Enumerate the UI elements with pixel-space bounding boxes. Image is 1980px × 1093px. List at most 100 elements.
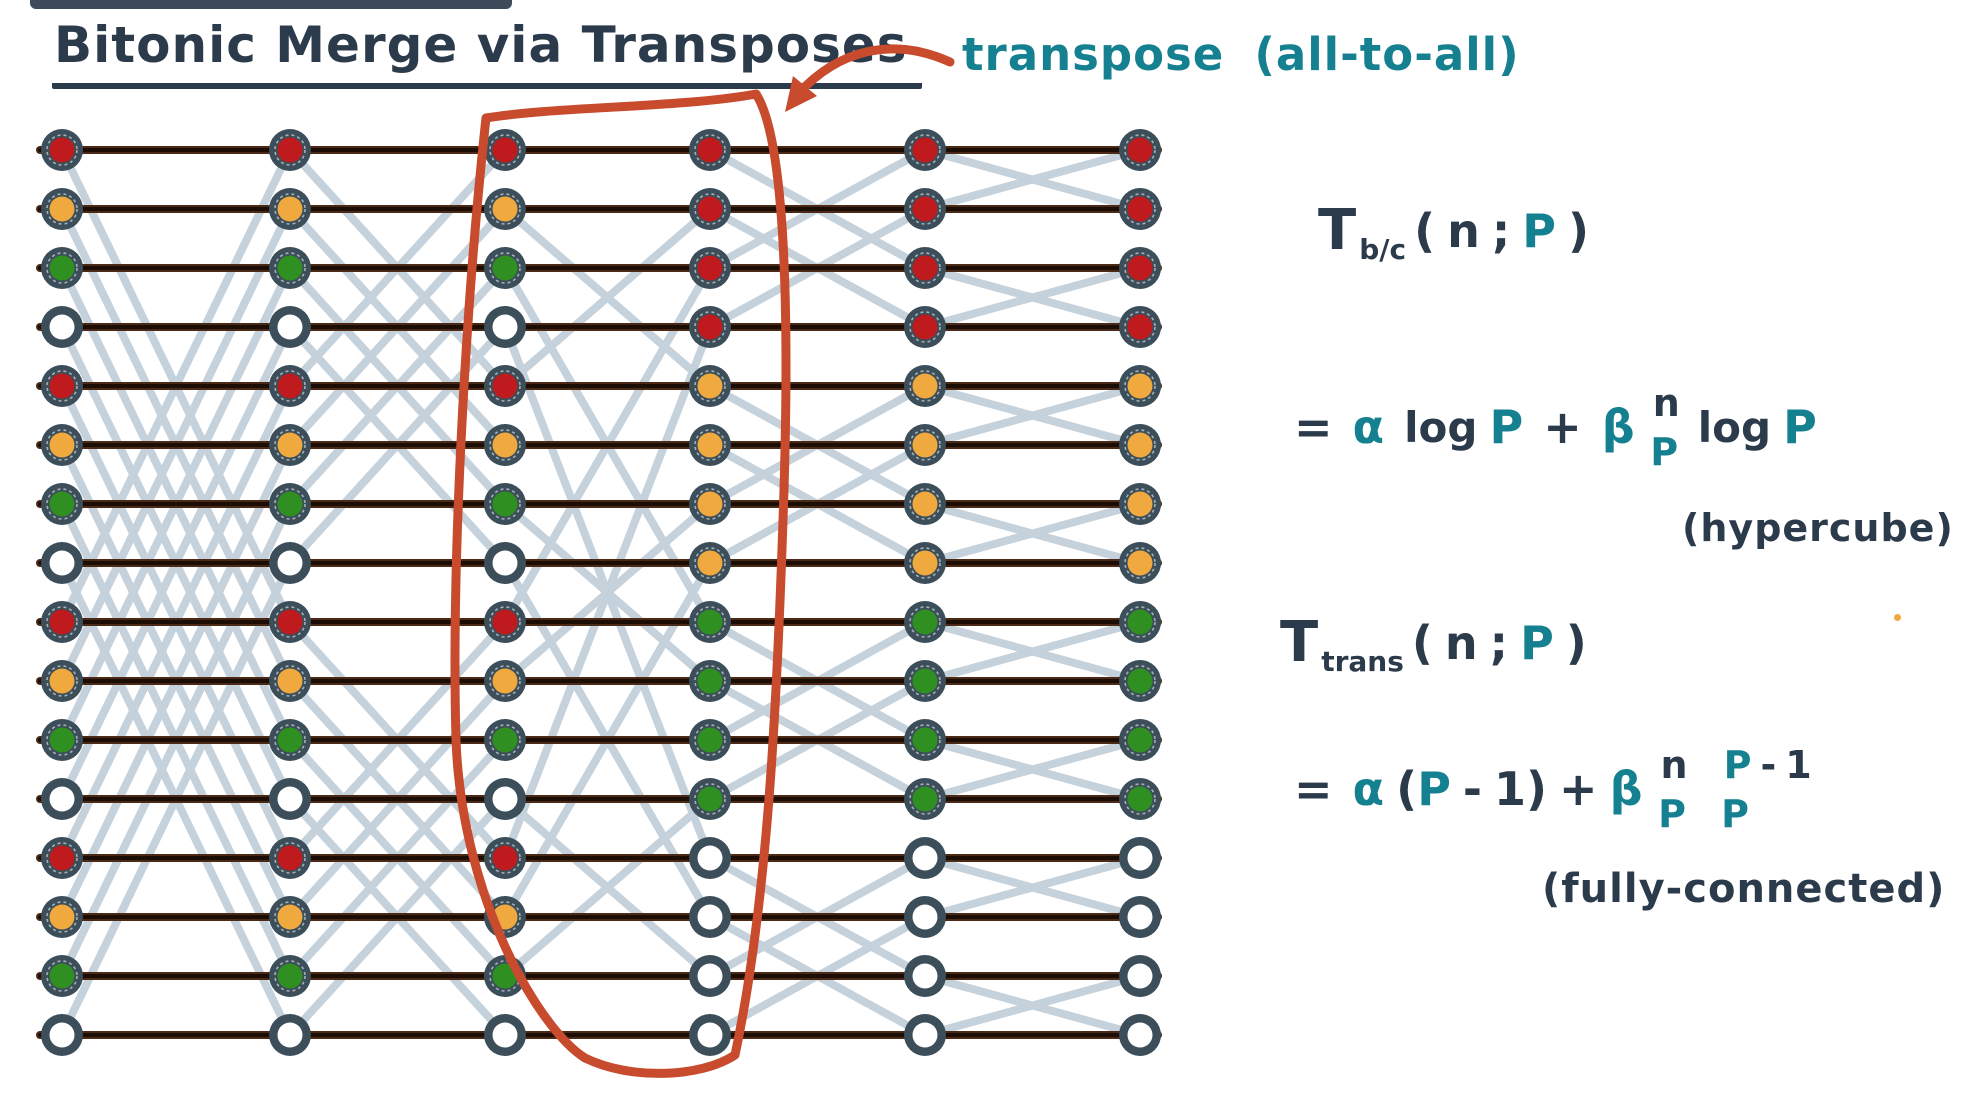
node-dashed-outline xyxy=(694,606,726,638)
node-orange xyxy=(277,196,303,222)
bc-equals: = xyxy=(1294,400,1333,454)
node-dashed-outline xyxy=(46,724,78,756)
node-orange xyxy=(1127,491,1153,517)
node-dashed-outline xyxy=(1124,311,1156,343)
node-white xyxy=(1127,1022,1153,1048)
node-dashed-outline xyxy=(694,252,726,284)
node-dashed-outline xyxy=(274,429,306,461)
trans-one: 1 xyxy=(1494,762,1527,816)
node-red xyxy=(697,137,723,163)
exchange-line xyxy=(501,323,714,862)
bc-frac-den: P xyxy=(1650,429,1679,474)
node-green xyxy=(1127,727,1153,753)
node-red xyxy=(1127,314,1153,340)
node-dashed-outline xyxy=(694,547,726,579)
node-dashed-outline xyxy=(274,370,306,402)
node-orange xyxy=(49,196,75,222)
node-white xyxy=(697,904,723,930)
node-dashed-outline xyxy=(909,134,941,166)
bc-P-2: P xyxy=(1783,400,1817,454)
node-white xyxy=(912,1022,938,1048)
node-dashed-outline xyxy=(1124,134,1156,166)
formula-trans-cost: = α ( P - 1 ) + β n P P - 1 P xyxy=(1294,724,1830,854)
node-green xyxy=(697,727,723,753)
node-dashed-outline xyxy=(694,724,726,756)
node-white xyxy=(49,550,75,576)
node-white xyxy=(492,1022,518,1048)
node-white xyxy=(492,786,518,812)
node-red xyxy=(277,845,303,871)
node-orange xyxy=(49,904,75,930)
node-red xyxy=(492,609,518,635)
node-dashed-outline xyxy=(489,252,521,284)
node-dashed-outline xyxy=(46,193,78,225)
node-white xyxy=(697,1022,723,1048)
trans-frac2-num-one: 1 xyxy=(1785,742,1812,787)
trans-close-paren-2: ) xyxy=(1526,762,1548,816)
node-dashed-outline xyxy=(489,842,521,874)
node-dashed-outline xyxy=(46,134,78,166)
stray-mark xyxy=(1894,614,1901,621)
node-dashed-outline xyxy=(694,488,726,520)
bc-subscript: b/c xyxy=(1359,233,1407,266)
node-white xyxy=(912,963,938,989)
node-dashed-outline xyxy=(489,488,521,520)
node-green xyxy=(912,668,938,694)
node-dashed-outline xyxy=(1124,193,1156,225)
node-dashed-outline xyxy=(909,252,941,284)
node-orange xyxy=(912,373,938,399)
node-dashed-outline xyxy=(1124,783,1156,815)
node-dashed-outline xyxy=(274,134,306,166)
bc-n: n xyxy=(1447,203,1480,258)
node-red xyxy=(492,137,518,163)
trans-P: P xyxy=(1520,615,1554,670)
bc-plus: + xyxy=(1543,400,1582,454)
node-dashed-outline xyxy=(46,429,78,461)
node-dashed-outline xyxy=(694,783,726,815)
node-red xyxy=(1127,196,1153,222)
fully-connected-note: (fully-connected) xyxy=(1542,866,1946,912)
trans-equals: = xyxy=(1294,762,1333,816)
node-dashed-outline xyxy=(1124,665,1156,697)
node-white xyxy=(277,786,303,812)
node-dashed-outline xyxy=(909,370,941,402)
node-green xyxy=(1127,786,1153,812)
bc-beta: β xyxy=(1601,400,1635,454)
node-dashed-outline xyxy=(46,901,78,933)
trans-T: T xyxy=(1280,610,1319,675)
node-dashed-outline xyxy=(489,724,521,756)
node-green xyxy=(697,786,723,812)
nodes-layer xyxy=(41,129,1161,1056)
node-dashed-outline xyxy=(274,842,306,874)
node-orange xyxy=(697,373,723,399)
node-dashed-outline xyxy=(694,134,726,166)
transpose-label: transpose xyxy=(962,28,1225,81)
bc-close-paren: ) xyxy=(1567,203,1590,258)
trans-open-paren: ( xyxy=(1411,615,1433,670)
node-dashed-outline xyxy=(909,783,941,815)
node-white xyxy=(912,904,938,930)
node-dashed-outline xyxy=(1124,606,1156,638)
node-orange xyxy=(49,668,75,694)
all-to-all-label: (all-to-all) xyxy=(1254,28,1520,81)
exchange-line xyxy=(921,618,1144,685)
node-dashed-outline xyxy=(489,901,521,933)
node-green xyxy=(1127,668,1153,694)
node-dashed-outline xyxy=(909,724,941,756)
node-orange xyxy=(492,196,518,222)
node-green xyxy=(697,609,723,635)
node-orange xyxy=(1127,550,1153,576)
node-white xyxy=(912,845,938,871)
node-white xyxy=(492,550,518,576)
node-red xyxy=(697,314,723,340)
node-dashed-outline xyxy=(274,960,306,992)
ink-smudge xyxy=(30,0,512,9)
node-white xyxy=(277,314,303,340)
node-dashed-outline xyxy=(1124,547,1156,579)
node-red xyxy=(49,845,75,871)
trans-P-a: P xyxy=(1417,762,1451,816)
bc-semicolon: ; xyxy=(1491,203,1511,258)
node-white xyxy=(1127,904,1153,930)
trans-semicolon: ; xyxy=(1489,615,1509,670)
